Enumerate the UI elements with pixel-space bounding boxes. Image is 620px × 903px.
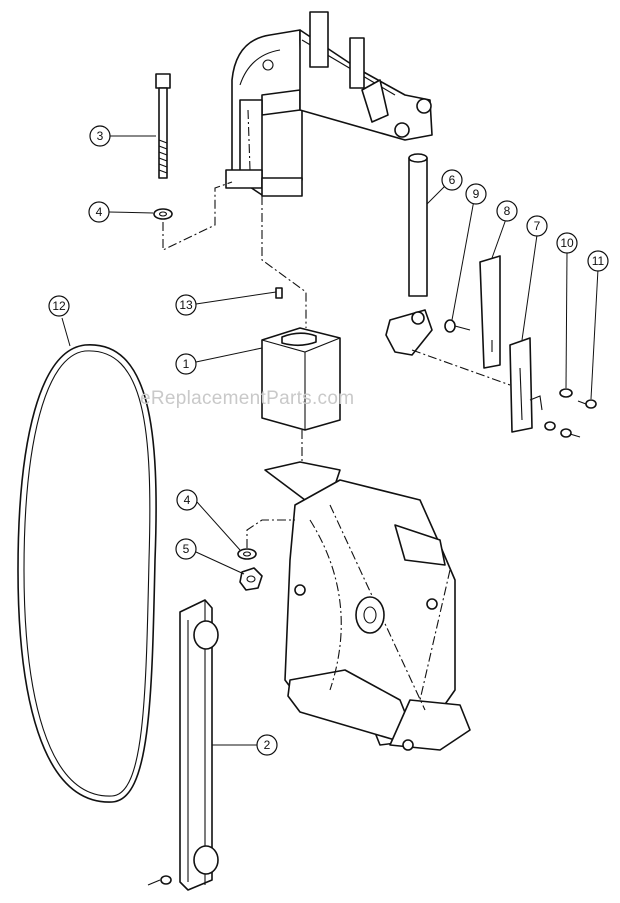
callout-10-label: 10 [560, 236, 574, 250]
callout-4-lower: 4 [176, 489, 198, 511]
callout-3-label: 3 [97, 129, 104, 143]
washer-lower [237, 548, 257, 560]
callout-13-label: 13 [179, 298, 193, 312]
callout-1-label: 1 [183, 357, 190, 371]
bolt [155, 73, 171, 179]
callout-5-label: 5 [183, 542, 190, 556]
hex-nut [239, 567, 263, 591]
callout-8-label: 8 [504, 204, 511, 218]
callout-4-lower-label: 4 [184, 493, 191, 507]
watermark: eReplacementParts.com [140, 388, 354, 409]
rail-screw [147, 875, 172, 886]
screw-9 [444, 319, 471, 333]
screw-11 [577, 399, 597, 409]
callout-13: 13 [175, 294, 197, 316]
guide-block [261, 327, 341, 431]
callout-8: 8 [496, 200, 518, 222]
callout-5: 5 [175, 538, 197, 560]
washer-upper [153, 208, 173, 220]
drive-belt [17, 344, 157, 803]
callout-4-upper: 4 [88, 201, 110, 223]
guide-plate-8 [479, 255, 501, 369]
callout-11-label: 11 [592, 254, 605, 268]
callout-3: 3 [89, 125, 111, 147]
callout-12: 12 [48, 295, 70, 317]
lower-frame-casting [264, 461, 471, 751]
callout-1: 1 [175, 353, 197, 375]
callout-10: 10 [556, 232, 578, 254]
callout-7: 7 [526, 215, 548, 237]
callout-6: 6 [441, 169, 463, 191]
guide-bracket [385, 309, 433, 356]
guide-post [408, 153, 428, 297]
callouts: 1 2 3 4 4 5 6 7 [48, 125, 609, 756]
callout-2: 2 [256, 734, 278, 756]
callout-7-label: 7 [534, 219, 541, 233]
upper-frame-casting [225, 11, 433, 197]
callout-4-upper-label: 4 [96, 205, 103, 219]
callout-6-label: 6 [449, 173, 456, 187]
slide-rail [179, 599, 219, 891]
washer-10 [559, 388, 573, 398]
lower-hardware [544, 421, 581, 438]
guide-plate-7 [509, 337, 543, 433]
pin-13 [275, 287, 283, 299]
callout-9-label: 9 [473, 187, 480, 201]
callout-2-label: 2 [264, 738, 271, 752]
callout-9: 9 [465, 183, 487, 205]
callout-11: 11 [587, 250, 609, 272]
callout-12-label: 12 [52, 299, 66, 313]
